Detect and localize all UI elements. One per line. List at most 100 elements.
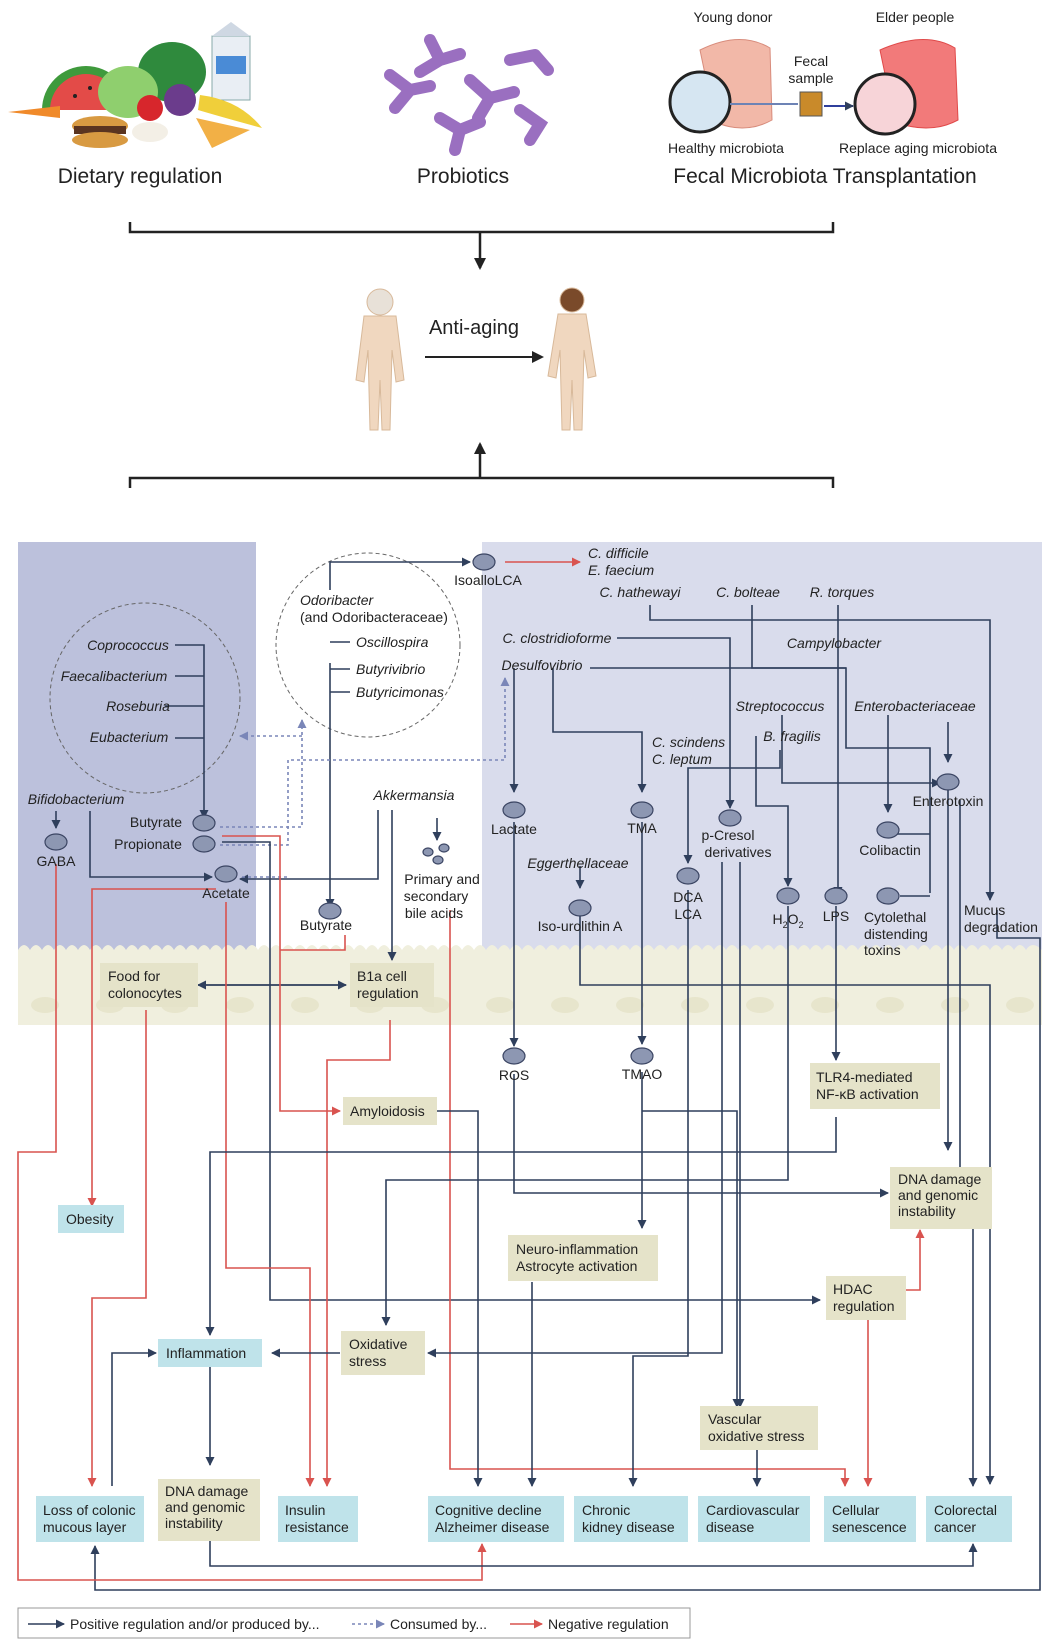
lps-node	[824, 887, 848, 905]
colibactin-node	[876, 821, 900, 839]
tlr4-box: TLR4-mediated NF-κB activation	[810, 1063, 940, 1109]
dna-bottom-label-3: instability	[165, 1515, 223, 1531]
oscillospira-label: Oscillospira	[356, 634, 429, 650]
butyrate-label: Butyrate	[130, 814, 182, 830]
neuro-inflammation-box: Neuro-inflammation Astrocyte activation	[508, 1235, 658, 1281]
ckd-box: Chronic kidney disease	[574, 1496, 688, 1542]
dna-right-label-1: DNA damage	[898, 1171, 981, 1187]
hdac-box: HDAC regulation	[826, 1276, 906, 1320]
cytolethal-label-1: Cytolethal	[864, 909, 926, 925]
p-cresol-label-1: p-Cresol	[702, 827, 755, 843]
gaba-label: GABA	[37, 853, 77, 869]
b1a-cell-box: B1a cell regulation	[350, 963, 434, 1007]
process-boxes: Food for colonocytes B1a cell regulation…	[100, 963, 992, 1541]
c-scindens-label: C. scindens	[652, 734, 725, 750]
outcome-boxes: Obesity Inflammation Loss of colonic muc…	[36, 1205, 1012, 1542]
tlr4-label-1: TLR4-mediated	[816, 1069, 913, 1085]
p-cresol-node	[718, 809, 742, 827]
dna-damage-right-box: DNA damage and genomic instability	[890, 1167, 992, 1229]
cognitive-label-2: Alzheimer disease	[435, 1519, 550, 1535]
dna-damage-bottom-box: DNA damage and genomic instability	[158, 1479, 260, 1541]
food-illustration	[8, 22, 262, 148]
insulin-label-2: resistance	[285, 1519, 349, 1535]
colorectal-label-2: cancer	[934, 1519, 976, 1535]
hdac-label-2: regulation	[833, 1298, 895, 1314]
iso-urolithin-node	[568, 899, 592, 917]
bile-acid-dot-1	[422, 847, 434, 857]
dca-lca-node	[676, 867, 700, 885]
roseburia-label: Roseburia	[106, 698, 170, 714]
butyricimonas-label: Butyricimonas	[356, 684, 444, 700]
metabolite-labels: IsoalloLCA Butyrate Propionate Acetate G…	[37, 572, 1038, 1083]
food-label-2: colonocytes	[108, 985, 182, 1001]
epithelium-cells	[31, 997, 1034, 1013]
senescence-box: Cellular senescence	[824, 1496, 916, 1542]
food-colonocytes-box: Food for colonocytes	[100, 963, 198, 1007]
mucus-label-2: degradation	[964, 919, 1038, 935]
bile-acids-label-1: Primary and	[404, 871, 479, 887]
tlr4-label-2: NF-κB activation	[816, 1086, 919, 1102]
replace-aging-label: Replace aging microbiota	[839, 140, 997, 156]
vascular-label-1: Vascular	[708, 1411, 762, 1427]
cognitive-box: Cognitive decline Alzheimer disease	[428, 1496, 564, 1542]
left-panel	[18, 542, 256, 950]
fmt-label: Fecal Microbiota Transplantation	[673, 165, 977, 188]
faecalibacterium-label: Faecalibacterium	[61, 668, 168, 684]
b1a-label-1: B1a cell	[357, 968, 407, 984]
colorectal-label-1: Colorectal	[934, 1502, 997, 1518]
enterotoxin-label: Enterotoxin	[913, 793, 984, 809]
vascular-oxidative-box: Vascular oxidative stress	[700, 1406, 818, 1450]
bile-acids-label-3: bile acids	[405, 905, 463, 921]
bile-acid-dot-2	[438, 843, 450, 853]
dna-bottom-label-2: and genomic	[165, 1499, 245, 1515]
h2o2-o: O	[788, 911, 799, 927]
fecal-label-1: Fecal	[794, 53, 828, 69]
lactate-label: Lactate	[491, 821, 537, 837]
butyrate-node	[192, 814, 216, 832]
coprococcus-label: Coprococcus	[87, 637, 169, 653]
oxidative-label-2: stress	[349, 1353, 386, 1369]
e-faecium-label: E. faecium	[588, 562, 654, 578]
odoribacter-label: Odoribacter	[300, 592, 374, 608]
c-clostridioforme-label: C. clostridioforme	[503, 630, 612, 646]
b-fragilis-label: B. fragilis	[763, 728, 821, 744]
insulin-box: Insulin resistance	[278, 1496, 358, 1542]
enterobacteriaceae-label: Enterobacteriaceae	[854, 698, 976, 714]
inflammation-label: Inflammation	[166, 1345, 246, 1361]
cardio-label-1: Cardiovascular	[706, 1502, 800, 1518]
legend-positive-label: Positive regulation and/or produced by..…	[70, 1616, 320, 1632]
obesity-label: Obesity	[66, 1211, 113, 1227]
bile-acids-label-2: secondary	[404, 888, 469, 904]
inflammation-box: Inflammation	[158, 1339, 262, 1367]
probiotics-illustration	[384, 34, 554, 156]
amyloidosis-box: Amyloidosis	[343, 1097, 437, 1125]
h2o2-sub-2: 2	[799, 920, 804, 930]
lca-label: LCA	[674, 906, 702, 922]
streptococcus-label: Streptococcus	[736, 698, 825, 714]
tma-node	[630, 801, 654, 819]
c-hathewayi-label: C. hathewayi	[600, 584, 682, 600]
lps-label: LPS	[823, 908, 849, 924]
metabolite-nodes	[44, 553, 960, 1065]
dna-right-label-3: instability	[898, 1203, 956, 1219]
oxidative-stress-box: Oxidative stress	[341, 1331, 425, 1375]
enterotoxin-node	[936, 773, 960, 791]
bottom-bracket	[128, 476, 835, 488]
loss-colonic-label-2: mucous layer	[43, 1519, 127, 1535]
connector-lines	[17, 557, 1041, 1591]
top-bracket	[128, 222, 835, 234]
propionate-label: Propionate	[114, 836, 182, 852]
isoallolca-label: IsoalloLCA	[454, 572, 522, 588]
butyrate-akk-label: Butyrate	[300, 917, 352, 933]
neuro-label-2: Astrocyte activation	[516, 1258, 637, 1274]
mucus-label-1: Mucus	[964, 902, 1005, 918]
loss-colonic-box: Loss of colonic mucous layer	[36, 1496, 144, 1542]
legend: Positive regulation and/or produced by..…	[17, 1607, 691, 1639]
eggerthellaceae-label: Eggerthellaceae	[527, 855, 628, 871]
dna-right-label-2: and genomic	[898, 1187, 978, 1203]
legend-consumed-label: Consumed by...	[390, 1616, 487, 1632]
isoallolca-node	[472, 553, 496, 571]
b1a-label-2: regulation	[357, 985, 419, 1001]
